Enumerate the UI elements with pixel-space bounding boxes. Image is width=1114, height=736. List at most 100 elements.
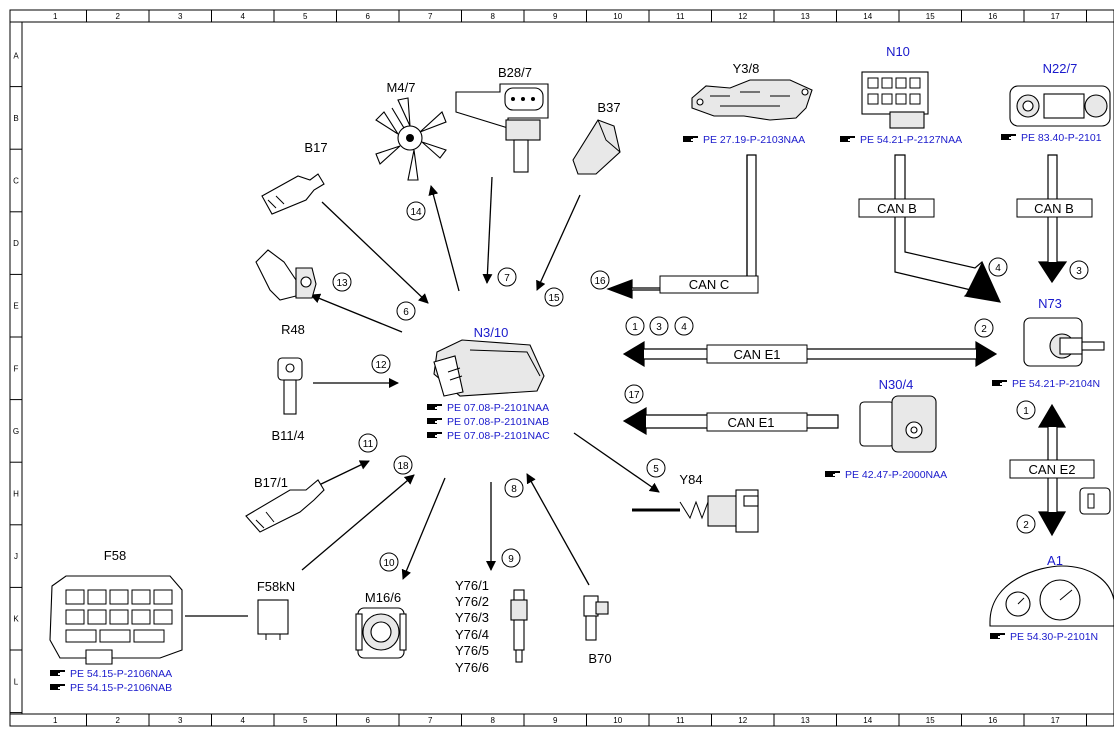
svg-text:Y76/4: Y76/4 <box>455 627 489 642</box>
marker: 8 <box>504 478 524 498</box>
grid-col-label: 4 <box>241 12 246 21</box>
n30-4-esp-unit-icon <box>859 395 937 453</box>
arrow-r48 <box>310 293 403 333</box>
marker: 3 <box>649 316 669 336</box>
pointing-hand-icon <box>50 670 65 676</box>
arrow-b37 <box>536 194 581 291</box>
grid-col-label: 2 <box>116 12 121 21</box>
grid-col-label: 16 <box>988 12 997 21</box>
grid-col-label: 9 <box>553 716 558 725</box>
arrow-b17-1 <box>316 460 370 487</box>
svg-text:Y76/2: Y76/2 <box>455 594 489 609</box>
pointing-hand-icon <box>825 471 840 477</box>
marker: 4 <box>674 316 694 336</box>
svg-text:7: 7 <box>504 273 510 284</box>
svg-text:14: 14 <box>410 207 422 218</box>
ref-link[interactable]: PE 54.30-P-2101N <box>1010 631 1098 643</box>
pointing-hand-icon <box>50 684 65 690</box>
b28-7-sensor-icon <box>455 83 549 173</box>
grid-row-label: J <box>14 552 18 561</box>
n22-7-control-panel-icon <box>1009 85 1111 127</box>
grid-row-label: F <box>14 364 19 373</box>
svg-text:6: 6 <box>403 307 409 318</box>
svg-text:16: 16 <box>594 276 606 287</box>
svg-text:3: 3 <box>656 322 662 333</box>
b28-7-label: B28/7 <box>498 65 532 80</box>
marker: 18 <box>393 455 413 475</box>
b37-label: B37 <box>597 100 620 115</box>
pointing-hand-icon <box>427 404 442 410</box>
marker: 13 <box>332 272 352 292</box>
grid-row-label: H <box>13 490 19 499</box>
marker: 10 <box>379 552 399 572</box>
ref-link[interactable]: PE 07.08-P-2101NAA <box>447 402 549 414</box>
svg-text:8: 8 <box>511 484 517 495</box>
pointing-hand-icon <box>1001 134 1016 140</box>
pointing-hand-icon <box>683 136 698 142</box>
grid-col-label: 9 <box>553 12 558 21</box>
ref-link[interactable]: PE 27.19-P-2103NAA <box>703 134 805 146</box>
svg-text:13: 13 <box>336 278 348 289</box>
marker: 11 <box>358 433 378 453</box>
ref-link[interactable]: PE 54.15-P-2106NAB <box>70 682 172 694</box>
marker: 7 <box>497 267 517 287</box>
drawing-frame: 123456789101112131415161718 123456789101… <box>9 9 1114 727</box>
y3-8-label: Y3/8 <box>733 61 760 76</box>
grid-col-label: 5 <box>303 12 308 21</box>
grid-col-label: 10 <box>613 716 622 725</box>
m4-7-fan-icon <box>375 97 447 181</box>
can-b-label-2: CAN B <box>1034 201 1074 216</box>
marker: 1 <box>1016 400 1036 420</box>
ref-link[interactable]: PE 83.40-P-2101 <box>1021 132 1102 144</box>
svg-text:1: 1 <box>632 322 638 333</box>
grid-col-label: 1 <box>53 716 58 725</box>
grid-col-label: 11 <box>676 716 685 725</box>
b70-label: B70 <box>588 651 611 666</box>
svg-text:Y76/1: Y76/1 <box>455 578 489 593</box>
ref-link[interactable]: PE 54.21-P-2127NAA <box>860 134 962 146</box>
grid-row-label: B <box>13 114 18 123</box>
svg-text:Y76/5: Y76/5 <box>455 643 489 658</box>
marker: 2 <box>1016 514 1036 534</box>
pointing-hand-icon <box>427 432 442 438</box>
svg-text:11: 11 <box>363 439 374 450</box>
grid-col-label: 11 <box>676 12 685 21</box>
marker: 15 <box>544 287 564 307</box>
svg-text:Y76/6: Y76/6 <box>455 660 489 675</box>
arrow-b17 <box>321 201 429 304</box>
a1-instrument-cluster-icon <box>989 487 1114 627</box>
ref-link[interactable]: PE 54.21-P-2104N <box>1012 378 1100 390</box>
ref-link[interactable]: PE 42.47-P-2000NAA <box>845 469 947 481</box>
svg-text:17: 17 <box>628 390 640 401</box>
grid-col-label: 8 <box>491 12 496 21</box>
svg-text:10: 10 <box>383 558 395 569</box>
b17-1-sensor-icon <box>245 479 325 533</box>
r48-label: R48 <box>281 322 305 337</box>
arrow-y84 <box>573 432 660 493</box>
grid-col-label: 4 <box>241 716 246 725</box>
grid-row-label: E <box>13 302 18 311</box>
ref-link[interactable]: PE 07.08-P-2101NAC <box>447 430 550 442</box>
marker: 9 <box>501 548 521 568</box>
ref-link[interactable]: PE 07.08-P-2101NAB <box>447 416 549 428</box>
svg-text:18: 18 <box>397 461 409 472</box>
n10-label: N10 <box>886 44 910 59</box>
grid-col-label: 6 <box>366 12 371 21</box>
marker: 14 <box>406 201 426 221</box>
ref-link[interactable]: PE 54.15-P-2106NAA <box>70 668 172 680</box>
grid-col-label: 17 <box>1051 12 1060 21</box>
y76-injector-icon <box>510 589 528 663</box>
y76-labels: Y76/1 Y76/2 Y76/3 Y76/4 Y76/5 Y76/6 <box>455 578 489 675</box>
f58-fuse-box-icon <box>49 575 183 665</box>
grid-col-label: 6 <box>366 716 371 725</box>
svg-text:12: 12 <box>375 360 387 371</box>
can-c-label: CAN C <box>689 277 729 292</box>
grid-col-label: 12 <box>738 716 747 725</box>
svg-text:4: 4 <box>681 322 687 333</box>
marker: 16 <box>590 270 610 290</box>
grid-col-label: 12 <box>738 12 747 21</box>
svg-text:2: 2 <box>981 324 987 335</box>
grid-row-label: C <box>13 177 19 186</box>
y84-label: Y84 <box>679 472 702 487</box>
